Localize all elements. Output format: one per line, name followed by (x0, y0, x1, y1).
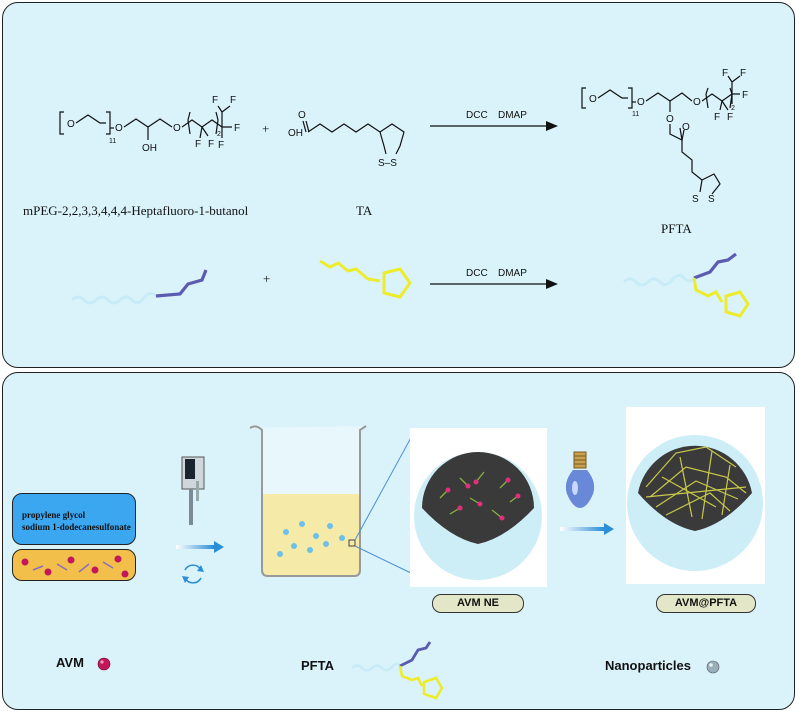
emulsifier-line-2: sodium 1-dodecanesulfonate (22, 522, 131, 532)
svg-text:O: O (67, 119, 75, 130)
svg-text:2: 2 (731, 105, 735, 112)
svg-text:OH: OH (288, 128, 303, 139)
process-arrow-1 (176, 541, 224, 553)
svg-text:F: F (234, 123, 240, 134)
avm-particle-icon (97, 657, 111, 671)
stirring-icon (182, 564, 204, 584)
svg-text:F: F (742, 90, 748, 101)
avm-ne-image (410, 428, 547, 587)
reagent-dmap-2: DMAP (498, 268, 527, 279)
reagent-dcc-2: DCC (466, 268, 488, 279)
zoom-lines (354, 433, 414, 575)
homogenizer-icon (181, 456, 205, 525)
plus-sign-cartoon: + (263, 271, 271, 286)
light-bulb-icon (565, 451, 595, 508)
plus-sign: + (262, 121, 270, 136)
reaction-arrow-2 (430, 279, 558, 289)
svg-text:2: 2 (217, 131, 221, 138)
oil-phase-layer (12, 549, 136, 581)
svg-text:S: S (692, 194, 699, 205)
ta-cartoon (319, 259, 412, 299)
avm-ne-label: AVM NE (432, 594, 524, 613)
emulsifier-line-1: propylene glycol (22, 510, 86, 520)
svg-text:F: F (212, 95, 218, 106)
nanoparticle-icon (706, 660, 720, 674)
svg-text:11: 11 (632, 111, 639, 118)
svg-text:F: F (722, 68, 728, 79)
svg-text:O: O (693, 97, 701, 108)
reagent-dmap: DMAP (498, 110, 527, 121)
svg-text:O: O (115, 123, 123, 134)
reactant1-structure: O 11 O OH O 2 F F F F F F (59, 95, 240, 154)
emulsifier-box: propylene glycol sodium 1-dodecanesulfon… (12, 493, 136, 545)
product-structure: O 11 O O O 2 F F F F F O S S (581, 68, 748, 205)
svg-text:11: 11 (109, 138, 116, 145)
reactant1-label: mPEG-2,2,3,3,4,4,4-Heptafluoro-1-butanol (23, 203, 249, 218)
reaction-arrow (430, 121, 558, 131)
avm-pfta-image (626, 407, 765, 584)
legend-pfta-label: PFTA (301, 658, 334, 673)
reactant2-label: TA (356, 203, 373, 218)
svg-text:O: O (589, 94, 597, 105)
svg-text:F: F (195, 139, 201, 150)
svg-text:O: O (173, 123, 181, 134)
synthesis-panel (2, 2, 795, 368)
reagent-dcc: DCC (466, 110, 488, 121)
svg-text:OH: OH (142, 143, 157, 154)
svg-text:F: F (218, 140, 224, 151)
svg-text:F: F (208, 139, 214, 150)
svg-text:O: O (298, 110, 306, 121)
svg-text:O: O (682, 122, 690, 133)
legend-avm-label: AVM (56, 655, 84, 670)
reactant2-structure: O OH S–S (288, 110, 405, 169)
avm-pfta-label: AVM@PFTA (656, 594, 756, 613)
svg-text:F: F (740, 68, 746, 79)
svg-text:F: F (230, 95, 236, 106)
pfta-cartoon (622, 252, 750, 318)
peg-fluoro-chain-cartoon (70, 269, 208, 305)
svg-text:F: F (714, 112, 720, 123)
beaker (249, 425, 367, 577)
product-label: PFTA (661, 221, 692, 236)
svg-text:S: S (708, 194, 715, 205)
process-arrow-2 (560, 523, 614, 535)
legend-nanoparticles-label: Nanoparticles (605, 658, 691, 673)
svg-text:O: O (637, 97, 645, 108)
pfta-legend-icon (351, 641, 444, 700)
svg-text:F: F (727, 112, 733, 123)
oil-phase-particles (21, 555, 129, 578)
svg-text:S–S: S–S (378, 158, 397, 169)
svg-text:O: O (666, 114, 674, 125)
